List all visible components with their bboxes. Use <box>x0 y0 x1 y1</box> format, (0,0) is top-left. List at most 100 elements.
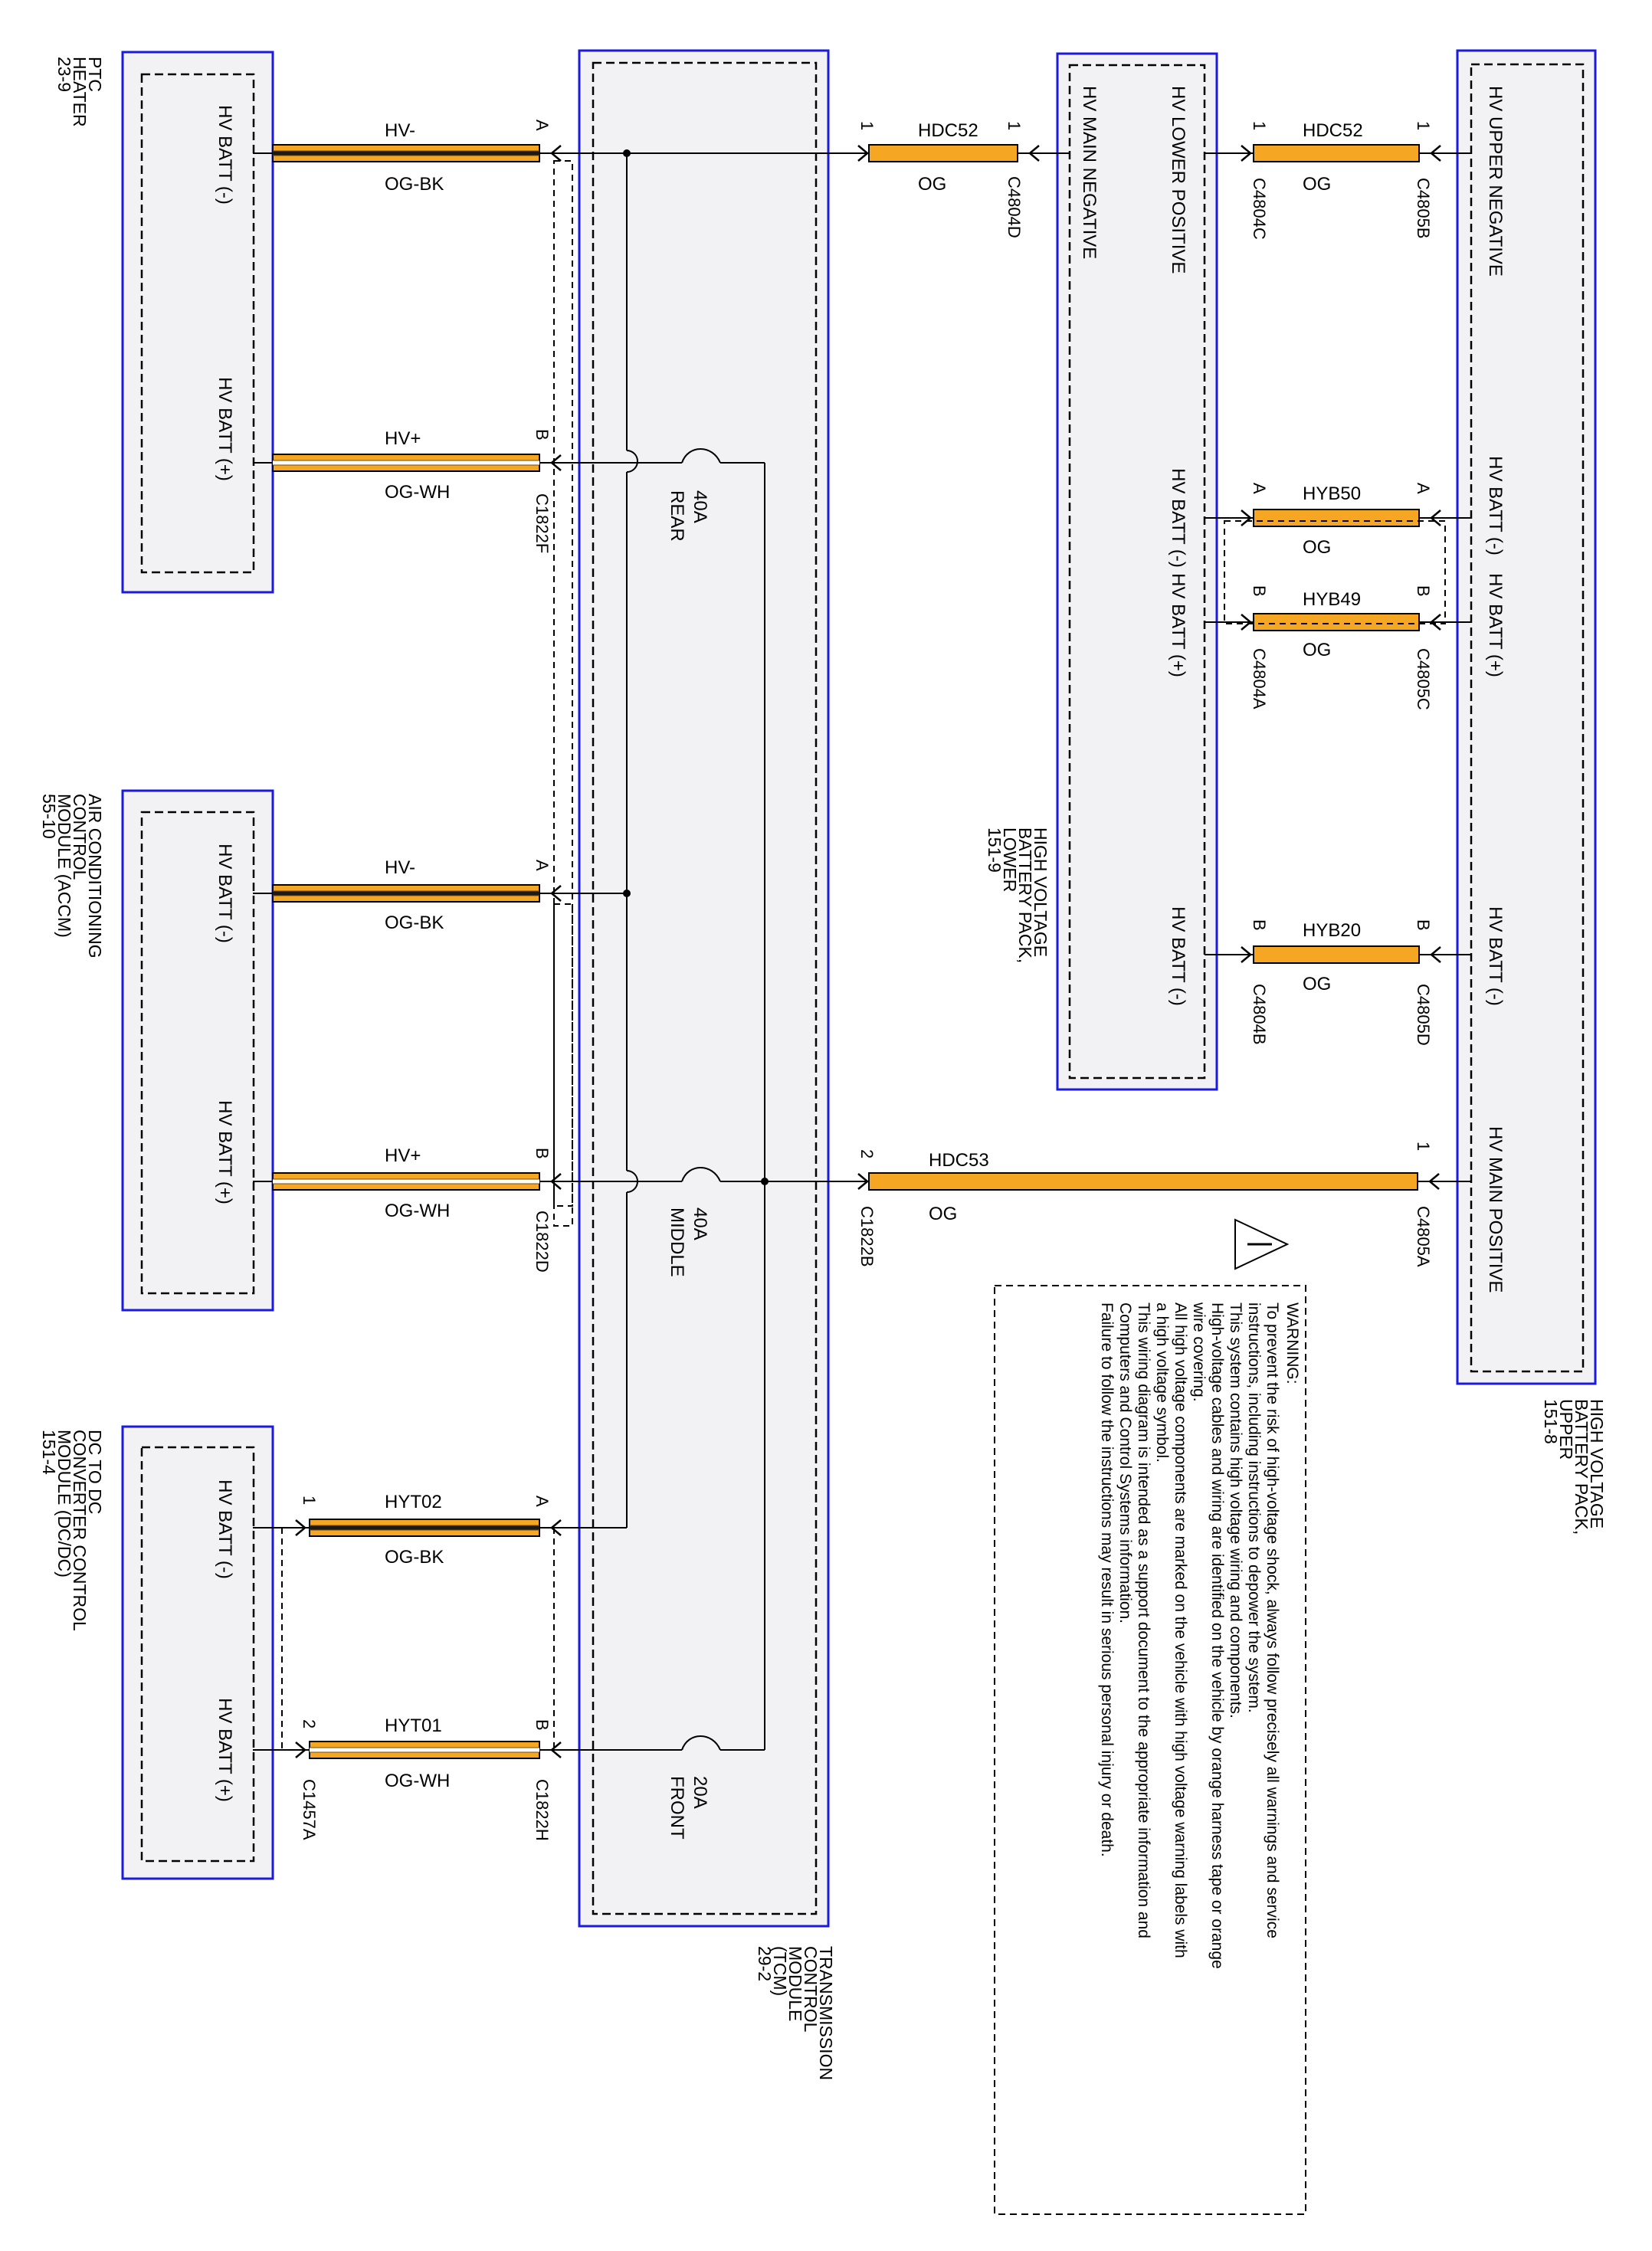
pin-ptc-pos: B <box>533 429 552 441</box>
connector-c1822h: C1822H <box>533 1779 552 1841</box>
svg-text:MODULE (ACCM): MODULE (ACCM) <box>54 794 74 938</box>
warning-line: To prevent the risk of high-voltage shoc… <box>1264 1302 1281 1938</box>
wire-accm-neg <box>253 884 627 903</box>
pin-lower-pos-right: 1 <box>1414 121 1433 130</box>
pin-main-pos-left: 2 <box>857 1149 877 1158</box>
pin-main-pos-right: 1 <box>1414 1142 1433 1151</box>
connector-arrow <box>1430 614 1441 631</box>
connector-group-outlines <box>281 160 1446 1750</box>
connector-arrow <box>295 1519 306 1536</box>
svg-text:MODULE (DC/DC): MODULE (DC/DC) <box>54 1430 74 1578</box>
connector-c4804b: C4804B <box>1250 984 1269 1045</box>
ptc-title: PTC HEATER 23-9 <box>54 57 105 127</box>
wire-label-main-neg-circuit: HDC52 <box>918 120 978 141</box>
svg-text:40A: 40A <box>690 490 710 523</box>
warning-triangle-icon <box>1234 1218 1290 1270</box>
svg-text:DC TO DC: DC TO DC <box>85 1430 105 1514</box>
svg-text:CONTROL: CONTROL <box>70 794 90 880</box>
warning-line: instructions, including instructions to … <box>1245 1302 1263 1713</box>
wire-label-dcdc-neg-circuit: HYT02 <box>385 1492 442 1512</box>
connector-arrow <box>1241 946 1252 963</box>
wire-label-dcdc-pos-circuit: HYT01 <box>385 1715 442 1736</box>
wire-label-lower-pos-circuit: HDC52 <box>1303 120 1363 141</box>
warning-line: This wiring diagram is intended as a sup… <box>1135 1302 1152 1938</box>
wire-label-main-pos-circuit: HDC53 <box>929 1150 989 1171</box>
svg-text:HEATER: HEATER <box>70 57 90 127</box>
terminal-ptc-neg: HV BATT (-) <box>215 105 235 205</box>
terminal-upper-batt-neg-a: HV BATT (-) <box>1485 456 1506 555</box>
svg-text:PTC: PTC <box>85 57 105 92</box>
wire-label-hyb20-color: OG <box>1303 974 1331 994</box>
pin-accm-pos: B <box>533 1148 552 1159</box>
battery-pack-lower-module <box>1056 52 1218 1091</box>
svg-text:40A: 40A <box>690 1207 710 1240</box>
warning-box: WARNING:To prevent the risk of high-volt… <box>994 1218 1306 2215</box>
connector-arrow <box>1430 946 1441 963</box>
connector-arrow <box>550 1173 562 1190</box>
terminal-lower-batt-pos: HV BATT (+) <box>1168 573 1188 677</box>
battery-pack-upper-module <box>1456 49 1597 1385</box>
connector-c1822f: C1822F <box>533 493 552 553</box>
wire-label-ptc-pos-circuit: HV+ <box>385 428 421 449</box>
svg-text:55-10: 55-10 <box>39 794 59 839</box>
connector-arrow <box>857 145 869 162</box>
wire-label-dcdc-neg-color: OG-BK <box>385 1547 444 1568</box>
svg-text:(TCM): (TCM) <box>770 1946 790 1996</box>
wire-label-hyb49-circuit: HYB49 <box>1303 589 1361 610</box>
wire-hyb49 <box>1205 613 1471 631</box>
terminal-lower-batt-neg-b: HV BATT (-) <box>1168 906 1188 1006</box>
wire-dcdc-neg <box>253 1519 627 1537</box>
fuse-front: 20A FRONT <box>667 1735 721 1840</box>
connector-arrow <box>550 454 562 471</box>
wire-label-accm-neg-circuit: HV- <box>385 857 415 878</box>
dcdc-title: DC TO DC CONVERTER CONTROL MODULE (DC/DC… <box>39 1430 105 1631</box>
pin-hyb49-right: B <box>1414 585 1433 597</box>
wire-label-lower-pos-color: OG <box>1303 174 1331 195</box>
terminal-lower-main-negative: HV MAIN NEGATIVE <box>1079 86 1100 259</box>
dcdc-module <box>121 1425 274 1880</box>
svg-text:151-4: 151-4 <box>39 1430 59 1475</box>
upper-pack-title: HIGH VOLTAGE BATTERY PACK, UPPER 151-8 <box>1541 1399 1607 1535</box>
svg-text:HIGH VOLTAGE: HIGH VOLTAGE <box>1031 827 1051 957</box>
connector-arrow <box>1241 145 1252 162</box>
terminal-upper-main-positive: HV MAIN POSITIVE <box>1485 1126 1506 1293</box>
connector-c1822b: C1822B <box>857 1206 877 1267</box>
wire-main-pos <box>765 1172 1471 1191</box>
connector-c4805b: C4805B <box>1414 178 1433 239</box>
wire-label-dcdc-pos-color: OG-WH <box>385 1771 450 1791</box>
warning-line: Failure to follow the instructions may r… <box>1098 1302 1116 1857</box>
warning-line: This system contains high voltage wiring… <box>1227 1302 1244 1719</box>
svg-text:29-2: 29-2 <box>755 1946 775 1981</box>
wire-label-accm-pos-color: OG-WH <box>385 1201 450 1221</box>
pin-ptc-neg: A <box>533 120 552 131</box>
svg-text:HIGH VOLTAGE: HIGH VOLTAGE <box>1587 1399 1607 1529</box>
svg-text:REAR: REAR <box>667 490 687 542</box>
wire-label-hyb20-circuit: HYB20 <box>1303 920 1361 941</box>
connector-arrow <box>550 1519 562 1536</box>
connector-c4805a: C4805A <box>1414 1206 1433 1267</box>
lower-pack-title: HIGH VOLTAGE BATTERY PACK, LOWER 151-9 <box>985 827 1051 963</box>
pin-dcdc-pos-left: 2 <box>300 1719 319 1728</box>
wire-main-neg <box>627 144 1070 162</box>
pin-hyb50-right: A <box>1414 483 1433 494</box>
connector-arrow <box>295 1741 306 1758</box>
svg-text:20A: 20A <box>690 1776 710 1809</box>
pin-dcdc-neg-left: 1 <box>300 1496 319 1505</box>
terminal-lower-batt-neg-a: HV BATT (-) <box>1168 468 1188 568</box>
wire-label-ptc-neg-color: OG-BK <box>385 174 444 195</box>
fuse-rear: 40A REAR <box>667 448 721 542</box>
wire-lower-pos <box>1205 144 1471 162</box>
wire-ptc-pos <box>253 454 682 472</box>
wire-label-hyb49-color: OG <box>1303 640 1331 660</box>
warning-heading: WARNING: <box>1283 1302 1301 1384</box>
connector-c4805d: C4805D <box>1414 984 1433 1046</box>
pin-main-neg-right: 1 <box>1005 121 1024 130</box>
connector-arrow <box>1428 1173 1440 1190</box>
pin-hyb20-right: B <box>1414 919 1433 931</box>
svg-text:BATTERY PACK,: BATTERY PACK, <box>1015 827 1035 963</box>
wire-label-main-neg-color: OG <box>918 174 946 195</box>
terminal-upper-negative: HV UPPER NEGATIVE <box>1485 86 1506 277</box>
svg-text:BATTERY PACK,: BATTERY PACK, <box>1572 1399 1591 1535</box>
warning-line: a high voltage symbol. <box>1153 1302 1171 1463</box>
terminal-accm-neg: HV BATT (-) <box>215 844 235 943</box>
